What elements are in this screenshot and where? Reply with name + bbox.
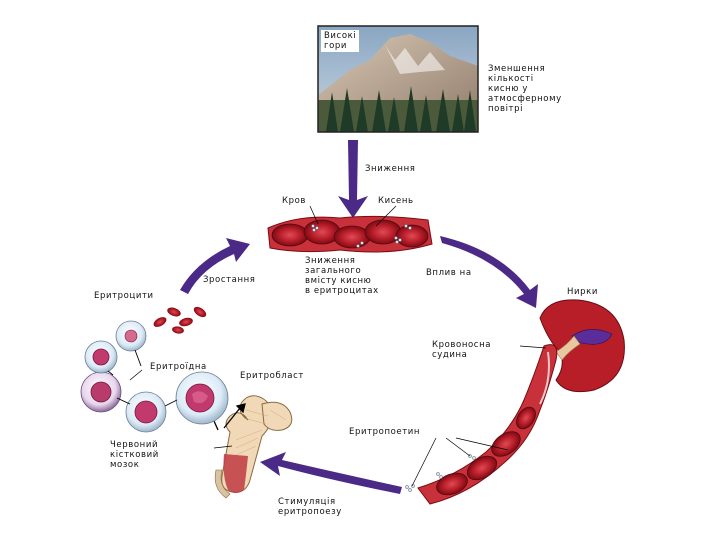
erythropoietin-label: Еритропоетин [349,427,421,437]
hemoglobin-oxygen-label: Зниження загального вмісту кисню в еритр… [305,256,379,296]
bone-marrow-label: Червоний кістковий мозок [110,440,159,470]
oxygen-decrease-label: Зменшення кількості кисню у атмосферному… [488,64,562,114]
decrease-label: Зниження [365,164,416,174]
photo-title-label: Високі гори [321,30,360,52]
erythroid-cell [125,391,167,433]
kidneys-label: Нирки [567,287,598,297]
erythroid-cell-purple [80,371,122,413]
blood-vessel-top [267,215,433,253]
erythroid-cell-small [84,340,118,374]
erythrocytes-label: Еритроцити [94,291,154,301]
kidney [539,299,625,393]
blood-label: Кров [282,196,307,206]
bone-marrow-illustration [214,395,293,499]
growth-label: Зростання [203,275,256,285]
stimulation-label: Стимуляція еритропоезу [278,497,342,517]
erythroid-label: Еритроїдна [150,362,207,372]
cell-lineage-lines [107,349,178,407]
blood-vessel-label: Кровоносна судина [432,340,492,360]
curved-arrow-up-icon [180,238,250,294]
reticulocyte-cell [115,320,147,352]
label-leader-lines [129,205,547,487]
down-arrow-icon [338,140,368,218]
effect-on-label: Вплив на [426,268,472,278]
erythroblast-label: Еритробласт [240,371,304,381]
oxygen-label: Кисень [378,196,414,206]
left-arrow-to-bone-icon [260,452,402,494]
blood-vessel-down [405,344,558,505]
mature-erythrocytes [153,306,207,334]
curved-arrow-to-kidney-icon [440,236,538,308]
erythroblast-cell [175,371,229,425]
mountain-photo [317,25,479,133]
